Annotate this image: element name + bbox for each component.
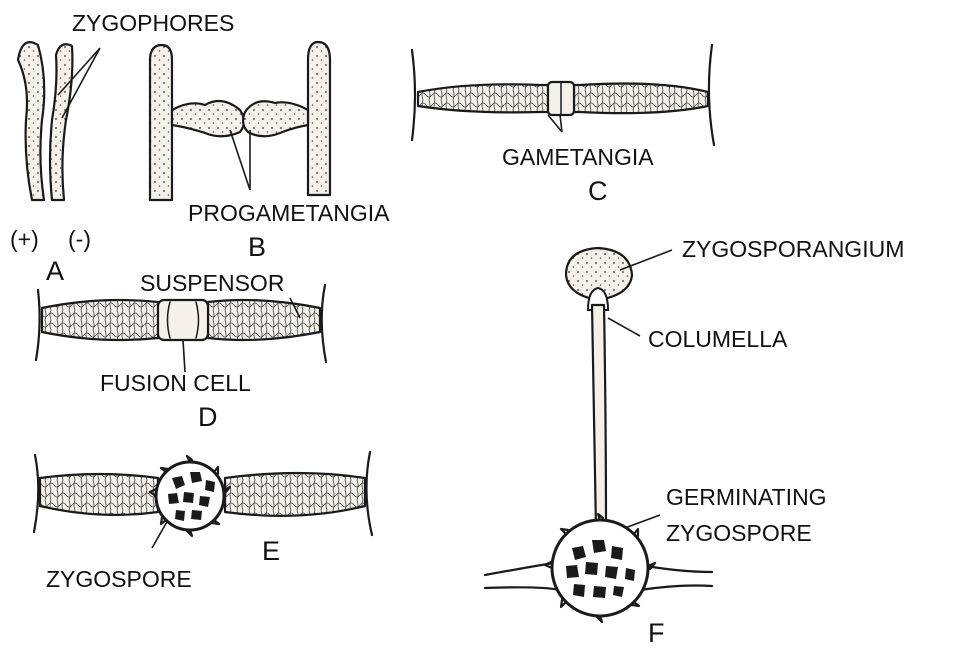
label-zygospore: ZYGOSPORE bbox=[46, 568, 192, 591]
zygospore-e-body bbox=[150, 456, 230, 536]
suspensor-left-e bbox=[40, 474, 158, 515]
label-zygophores: ZYGOPHORES bbox=[72, 12, 234, 35]
panel-e-zygospore bbox=[34, 452, 372, 548]
zygophore-plus bbox=[18, 42, 44, 200]
label-germinating-line2: ZYGOSPORE bbox=[666, 522, 812, 545]
sporangiophore bbox=[592, 305, 606, 530]
panel-d-fusion bbox=[36, 285, 326, 372]
suspensor-left-c bbox=[418, 84, 548, 112]
fusion-cell bbox=[158, 300, 208, 340]
label-panel-f: F bbox=[648, 620, 665, 647]
label-gametangia: GAMETANGIA bbox=[502, 146, 654, 169]
zygospore-f-body bbox=[545, 514, 655, 622]
hypha-right-b bbox=[308, 42, 330, 195]
label-germinating-line1: GERMINATING bbox=[666, 486, 827, 509]
panel-c-gametangia bbox=[412, 45, 714, 145]
label-minus-strain: (-) bbox=[68, 228, 91, 251]
hypha-left-b bbox=[150, 45, 172, 200]
progametangium-right bbox=[243, 101, 308, 136]
suspensor-right-e bbox=[225, 473, 365, 516]
label-suspensor: SUSPENSOR bbox=[140, 272, 284, 295]
progametangium-left bbox=[172, 101, 244, 136]
panel-b-progametangia bbox=[150, 42, 330, 200]
label-columella: COLUMELLA bbox=[648, 328, 787, 351]
label-panel-c: C bbox=[588, 178, 608, 205]
label-panel-a: A bbox=[46, 258, 64, 285]
label-progametangia: PROGAMETANGIA bbox=[188, 202, 390, 225]
label-plus-strain: (+) bbox=[10, 228, 39, 251]
label-panel-d: D bbox=[198, 404, 218, 431]
label-panel-b: B bbox=[248, 234, 266, 261]
suspensor-left-d bbox=[42, 300, 158, 340]
panel-a-zygophores bbox=[18, 42, 100, 200]
suspensor-right-d bbox=[208, 300, 320, 340]
zygophore-minus bbox=[50, 44, 72, 200]
label-zygosporangium: ZYGOSPORANGIUM bbox=[682, 238, 904, 261]
label-fusion-cell: FUSION CELL bbox=[100, 372, 251, 395]
panel-f-germinating bbox=[485, 248, 712, 622]
label-panel-e: E bbox=[262, 538, 280, 565]
suspensor-right-c bbox=[574, 84, 708, 114]
